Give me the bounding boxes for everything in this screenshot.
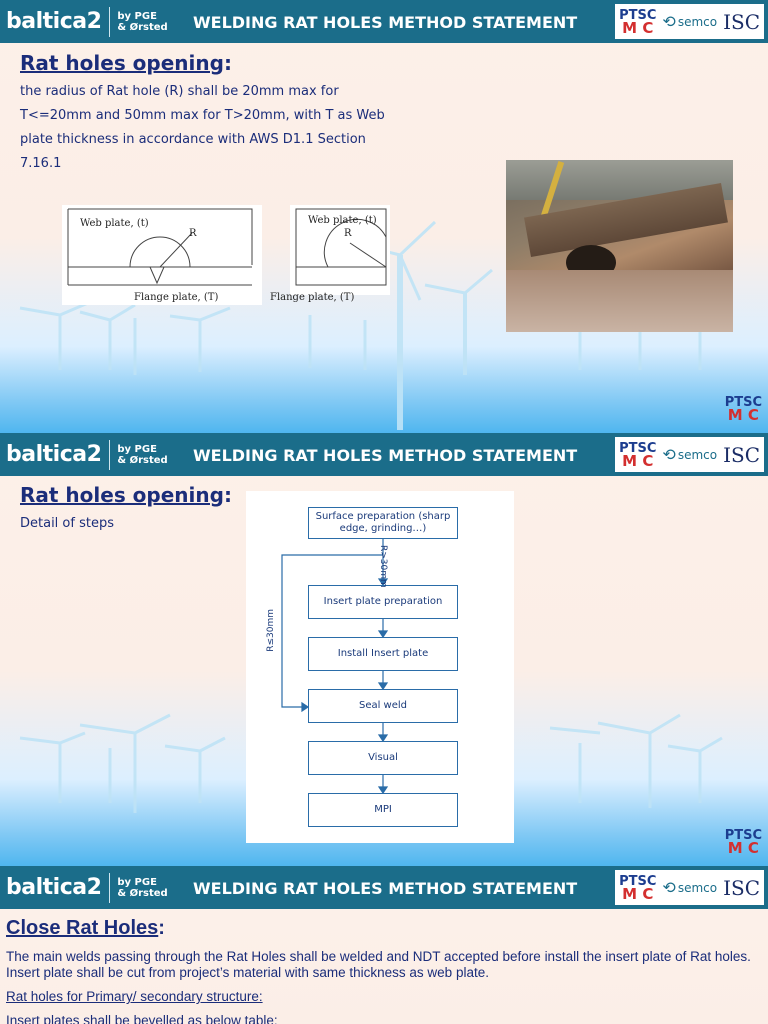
primary-secondary-structure-heading: Rat holes for Primary/ secondary structu… bbox=[6, 989, 263, 1004]
wind-turbines-background bbox=[19, 713, 723, 813]
step-mpi: MPI bbox=[308, 793, 458, 827]
byline: by PGE & Ørsted bbox=[117, 876, 168, 899]
baltica2-logo: baltica2 bbox=[6, 875, 102, 900]
slide-2: baltica2 by PGE & Ørsted WELDING RAT HOL… bbox=[0, 433, 768, 866]
slide-title: WELDING RAT HOLES METHOD STATEMENT bbox=[193, 446, 578, 465]
byline: by PGE & Ørsted bbox=[117, 443, 168, 466]
rat-hole-diagram-left bbox=[62, 205, 262, 305]
step-seal-weld: Seal weld bbox=[308, 689, 458, 723]
step-visual: Visual bbox=[308, 741, 458, 775]
partner-logos: PTSC M C ⟲ semco ISC bbox=[615, 437, 764, 472]
semco-swirl-icon: ⟲ bbox=[662, 445, 676, 464]
section-heading: Rat holes opening: bbox=[20, 483, 232, 507]
fig-left-flange-label: Flange plate, (T) bbox=[134, 292, 219, 303]
header-divider bbox=[109, 872, 111, 903]
bevel-text: Insert plates shall be bevelled as below… bbox=[6, 1013, 278, 1024]
slide-title: WELDING RAT HOLES METHOD STATEMENT bbox=[193, 879, 578, 898]
baltica2-logo: baltica2 bbox=[6, 442, 102, 467]
header-divider bbox=[109, 6, 111, 37]
isc-logo: ISC bbox=[723, 442, 760, 467]
byline: by PGE & Ørsted bbox=[117, 11, 167, 33]
step-install-insert-plate: Install Insert plate bbox=[308, 637, 458, 671]
slide-title: WELDING RAT HOLES METHOD STATEMENT bbox=[193, 13, 578, 32]
steps-flowchart: Surface preparation (sharp edge, grindin… bbox=[246, 491, 514, 843]
fig-right-flange-label: Flange plate, (T) bbox=[270, 292, 355, 303]
slide-header: baltica2 by PGE & Ørsted WELDING RAT HOL… bbox=[0, 866, 768, 909]
step-insert-plate-preparation: Insert plate preparation bbox=[308, 585, 458, 619]
flowchart-connectors bbox=[281, 539, 389, 795]
header-divider bbox=[109, 439, 111, 470]
partner-logos: PTSC M C ⟲ semco ISC bbox=[615, 4, 764, 39]
partner-logos: PTSC M C ⟲ semco ISC bbox=[615, 870, 764, 905]
ptsc-mc-corner-logo: PTSC M C bbox=[724, 828, 762, 857]
isc-logo: ISC bbox=[723, 875, 760, 900]
slide-header: baltica2 by PGE & Ørsted WELDING RAT HOL… bbox=[0, 433, 768, 476]
label-r-greater-30: R>30mm bbox=[378, 545, 388, 588]
ptsc-mc-logo: PTSC M C bbox=[619, 873, 657, 903]
close-rat-holes-text-1: The main welds passing through the Rat H… bbox=[6, 949, 751, 964]
semco-logo: ⟲ semco bbox=[662, 445, 718, 464]
step-surface-preparation: Surface preparation (sharp edge, grindin… bbox=[308, 507, 458, 539]
semco-swirl-icon: ⟲ bbox=[662, 878, 676, 897]
semco-logo: ⟲ semco bbox=[662, 878, 718, 897]
label-r-less-30: R≤30mm bbox=[266, 609, 276, 652]
section-heading: Rat holes opening: bbox=[20, 51, 232, 75]
fig-right-web-label: Web plate, (t) bbox=[308, 215, 377, 226]
rat-hole-photo bbox=[506, 160, 733, 332]
rat-hole-diagram-right bbox=[290, 205, 390, 295]
detail-of-steps-text: Detail of steps bbox=[20, 516, 114, 531]
slide-1: baltica2 by PGE & Ørsted WELDING RAT HOL… bbox=[0, 0, 768, 433]
isc-logo: ISC bbox=[723, 9, 760, 34]
semco-swirl-icon: ⟲ bbox=[662, 12, 676, 31]
wind-turbines-background bbox=[19, 220, 702, 430]
slide-3: baltica2 by PGE & Ørsted WELDING RAT HOL… bbox=[0, 866, 768, 1024]
fig-left-web-label: Web plate, (t) bbox=[80, 218, 149, 229]
fig-left-r-label: R bbox=[189, 228, 197, 239]
ptsc-mc-corner-logo: PTSC M C bbox=[724, 395, 762, 424]
rat-hole-radius-text: the radius of Rat hole (R) shall be 20mm… bbox=[20, 84, 385, 171]
baltica2-logo: baltica2 bbox=[6, 9, 102, 34]
slide-header: baltica2 by PGE & Ørsted WELDING RAT HOL… bbox=[0, 0, 768, 43]
ptsc-mc-logo: PTSC M C bbox=[619, 440, 657, 470]
close-rat-holes-text-2: Insert plate shall be cut from project’s… bbox=[6, 965, 489, 980]
ptsc-mc-logo: PTSC M C bbox=[619, 7, 657, 37]
section-heading: Close Rat Holes: bbox=[6, 917, 165, 939]
fig-right-r-label: R bbox=[344, 228, 352, 239]
byline-pge: by PGE bbox=[117, 10, 157, 22]
semco-logo: ⟲ semco bbox=[662, 12, 718, 31]
byline-orsted: & Ørsted bbox=[117, 21, 168, 33]
